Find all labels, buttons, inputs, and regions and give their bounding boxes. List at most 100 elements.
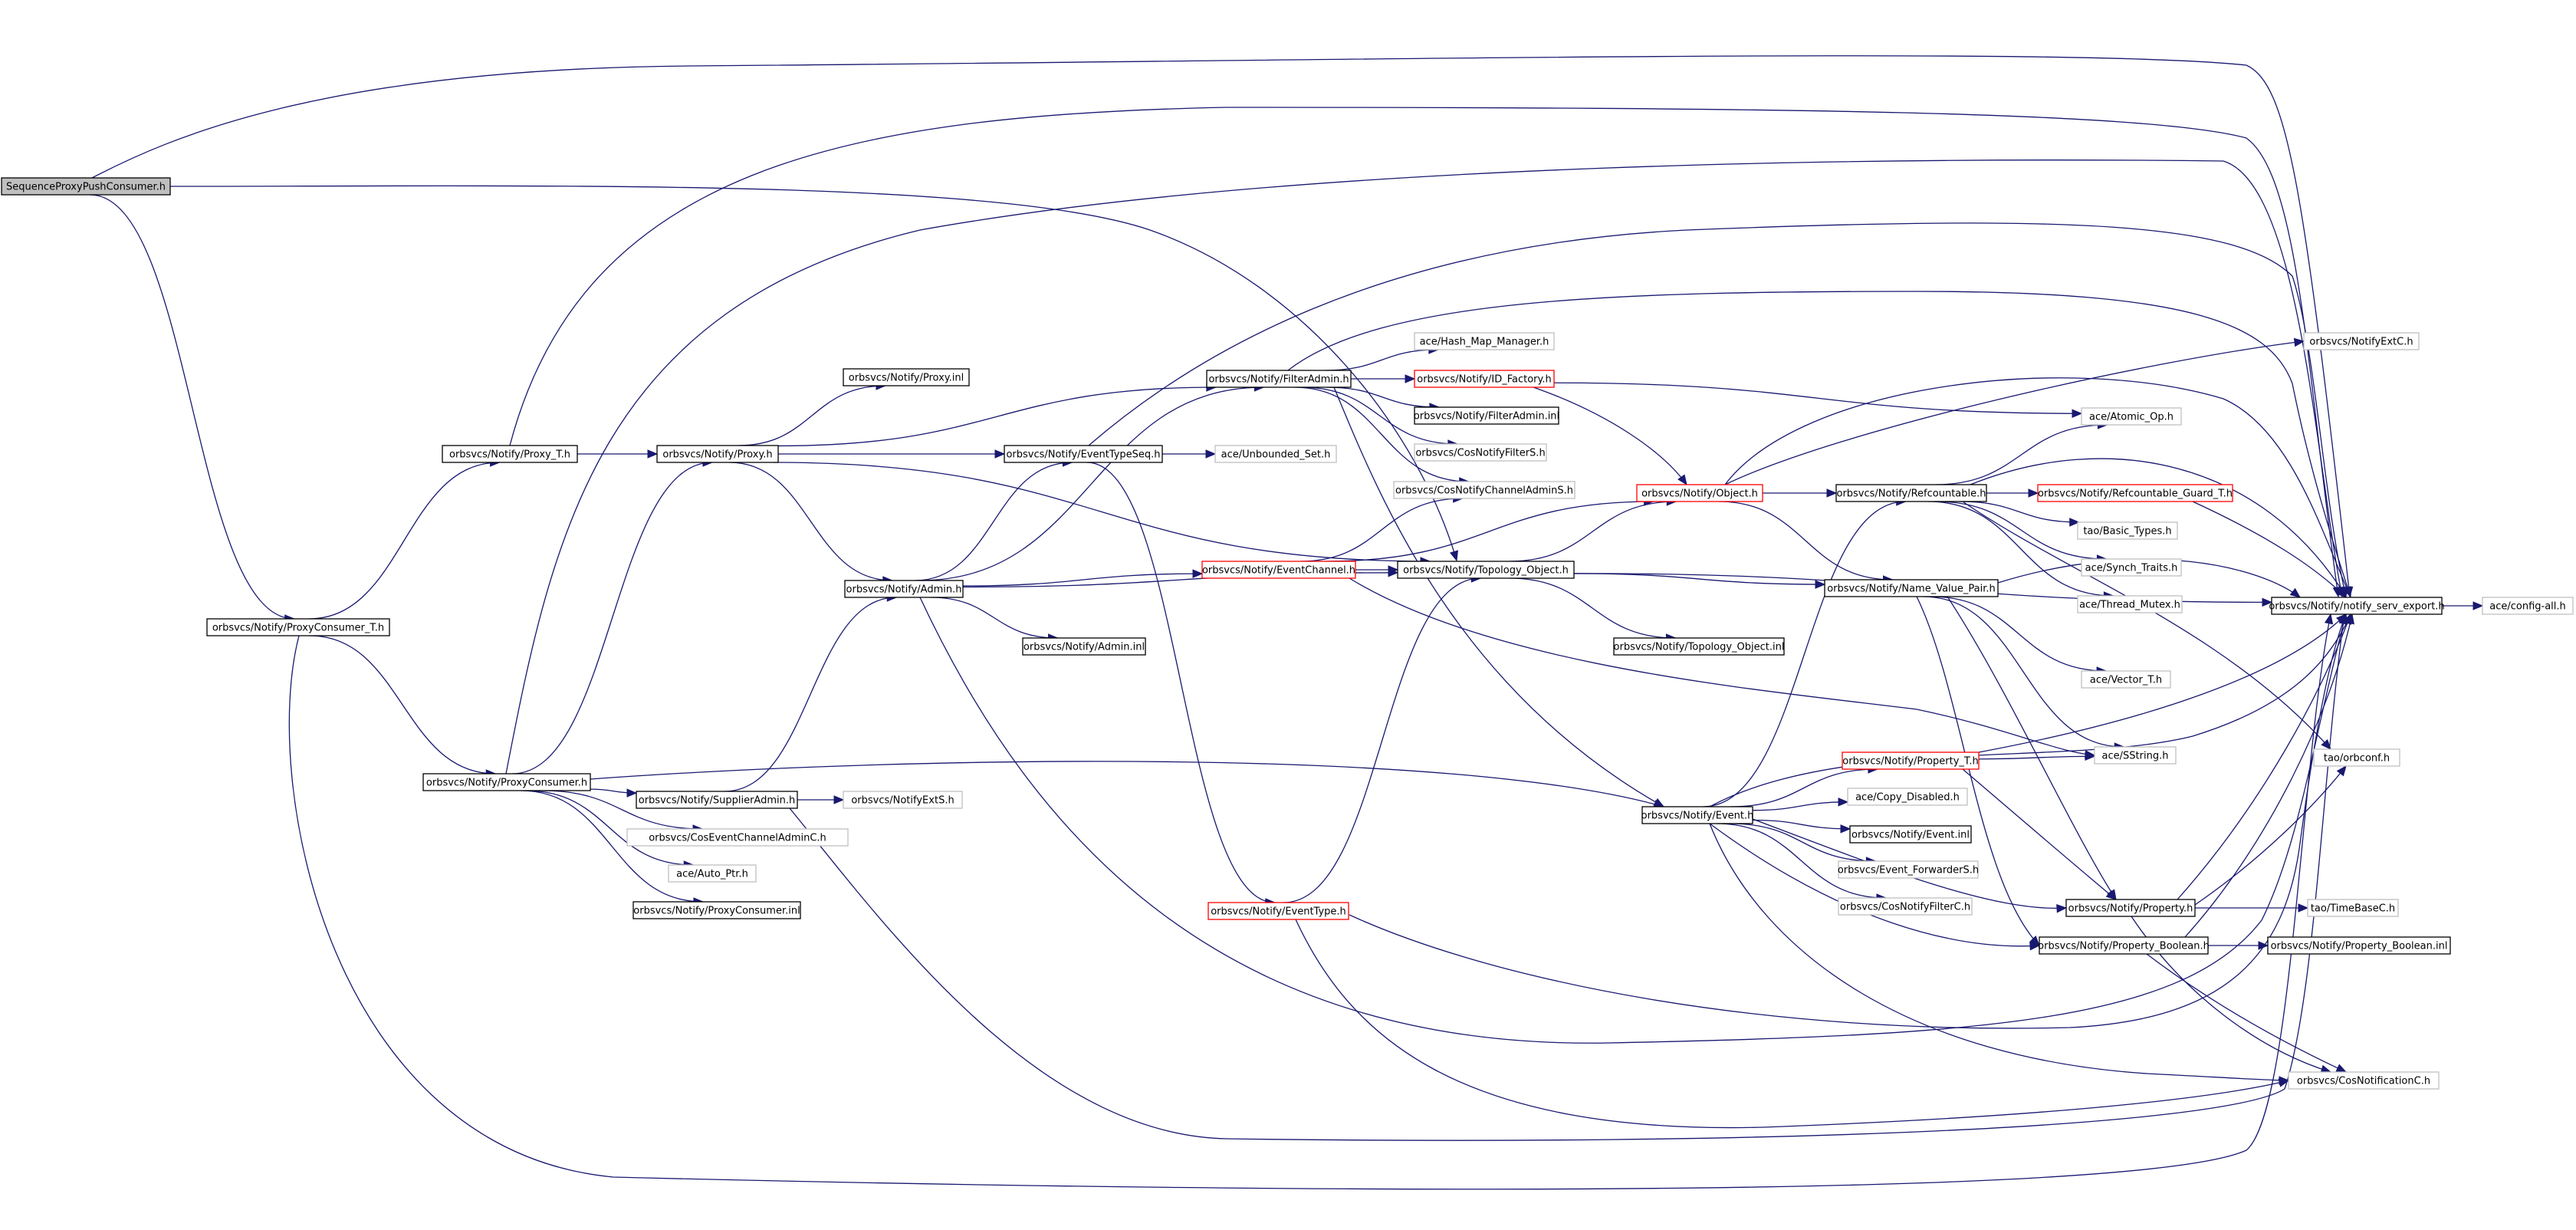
arrowhead	[2028, 488, 2039, 498]
node-propertyBooleanInl[interactable]: orbsvcs/Notify/Property_Boolean.inl	[2267, 936, 2451, 955]
node-cosEventChannelAdminC[interactable]: orbsvcs/CosEventChannelAdminC.h	[626, 828, 849, 847]
node-label: orbsvcs/Notify/Property_Boolean.h	[2038, 941, 2210, 952]
node-refcountableGuardT[interactable]: orbsvcs/Notify/Refcountable_Guard_T.h	[2037, 484, 2233, 502]
node-eventChannel[interactable]: orbsvcs/Notify/EventChannel.h	[1201, 561, 1356, 579]
node-cosNotifyFilterC[interactable]: orbsvcs/CosNotifyFilterC.h	[1838, 897, 1973, 916]
node-eventType[interactable]: orbsvcs/Notify/EventType.h	[1208, 902, 1349, 920]
arrowhead	[2321, 738, 2331, 750]
node-unboundedSet[interactable]: ace/Unbounded_Set.h	[1214, 445, 1337, 463]
node-hashMapManager[interactable]: ace/Hash_Map_Manager.h	[1414, 332, 1555, 350]
arrowhead	[1205, 449, 1217, 459]
edge-line	[1718, 501, 1893, 580]
node-proxyConsumerInl[interactable]: orbsvcs/Notify/ProxyConsumer.inl	[632, 901, 801, 919]
node-label: orbsvcs/Notify/EventType.h	[1211, 906, 1346, 918]
edge-root-to-proxyConsumerT	[90, 194, 296, 623]
node-label: orbsvcs/Notify/Property_T.h	[1842, 756, 1978, 768]
node-root[interactable]: SequenceProxyPushConsumer.h	[1, 177, 171, 196]
edge-line	[1978, 613, 2347, 753]
node-proxyT[interactable]: orbsvcs/Notify/Proxy_T.h	[442, 445, 578, 463]
node-label: orbsvcs/Notify/Proxy.h	[662, 449, 772, 461]
node-label: orbsvcs/Notify/FilterAdmin.inl	[1414, 411, 1559, 423]
node-orbconf[interactable]: tao/orbconf.h	[2313, 748, 2400, 767]
node-box	[1393, 481, 1576, 499]
node-label: orbsvcs/Notify/ID_Factory.h	[1417, 374, 1551, 386]
edge-root-to-topologyObject	[169, 185, 1459, 562]
node-label: ace/Unbounded_Set.h	[1221, 449, 1331, 461]
node-proxyInl[interactable]: orbsvcs/Notify/Proxy.inl	[843, 368, 970, 386]
arrowhead	[2072, 409, 2083, 418]
edge-proxyConsumerT-to-servExport	[288, 613, 2334, 1190]
node-box	[1214, 445, 1337, 463]
arrowhead	[626, 788, 638, 798]
node-propertyBoolean[interactable]: orbsvcs/Notify/Property_Boolean.h	[2038, 936, 2210, 955]
edge-filterAdmin-to-cosNotifyChannelAdminS	[1294, 386, 1470, 486]
node-servExport[interactable]: orbsvcs/Notify/notify_serv_export.h	[2269, 597, 2445, 615]
arrowhead	[994, 449, 1006, 459]
node-label: ace/SString.h	[2102, 751, 2169, 762]
node-notifyExtS[interactable]: orbsvcs/NotifyExtS.h	[843, 791, 963, 809]
edge-line	[541, 790, 703, 830]
edge-line	[1333, 386, 1664, 807]
node-adminInl[interactable]: orbsvcs/Notify/Admin.inl	[1022, 637, 1146, 656]
node-basicTypes[interactable]: tao/Basic_Types.h	[2077, 521, 2178, 540]
node-label: orbsvcs/NotifyExtC.h	[2309, 337, 2413, 348]
edge-line	[930, 597, 1058, 639]
node-nameValuePair[interactable]: orbsvcs/Notify/Name_Value_Pair.h	[1824, 579, 1999, 597]
node-synchTraits[interactable]: ace/Synch_Traits.h	[2081, 558, 2182, 577]
node-copyDisabled[interactable]: ace/Copy_Disabled.h	[1847, 788, 1968, 806]
node-eventForwarderS[interactable]: orbsvcs/Event_ForwarderS.h	[1838, 860, 1979, 879]
node-notifyExtC[interactable]: orbsvcs/NotifyExtC.h	[2303, 332, 2420, 350]
node-event[interactable]: orbsvcs/Notify/Event.h	[1641, 806, 1754, 824]
node-cosNotifyChannelAdminS[interactable]: orbsvcs/CosNotifyChannelAdminS.h	[1393, 481, 1576, 499]
arrowhead	[2293, 337, 2305, 347]
node-vectorT[interactable]: ace/Vector_T.h	[2081, 670, 2171, 689]
node-box	[2303, 332, 2420, 350]
node-proxyConsumer[interactable]: orbsvcs/Notify/ProxyConsumer.h	[422, 773, 591, 791]
edge-line	[915, 462, 1073, 581]
node-box	[422, 773, 591, 791]
node-box	[2094, 746, 2177, 765]
node-refcountable[interactable]: orbsvcs/Notify/Refcountable.h	[1835, 484, 1987, 502]
node-topologyObjectInl[interactable]: orbsvcs/Notify/Topology_Object.inl	[1613, 637, 1785, 656]
node-box	[1397, 561, 1575, 579]
node-proxyConsumerT[interactable]: orbsvcs/Notify/ProxyConsumer_T.h	[206, 618, 390, 636]
arrowhead	[2029, 936, 2040, 946]
edge-line	[590, 761, 1664, 807]
edge-root-to-servExport	[91, 55, 2354, 598]
node-property[interactable]: orbsvcs/Notify/Property.h	[2065, 899, 2196, 917]
node-filterAdmin[interactable]: orbsvcs/Notify/FilterAdmin.h	[1206, 370, 1352, 388]
node-proxy[interactable]: orbsvcs/Notify/Proxy.h	[656, 445, 779, 463]
node-sstring[interactable]: ace/SString.h	[2094, 746, 2177, 765]
node-eventTypeSeq[interactable]: orbsvcs/Notify/EventTypeSeq.h	[1004, 445, 1163, 463]
node-threadMutex[interactable]: ace/Thread_Mutex.h	[2077, 595, 2183, 613]
node-cosNotifyFilterS[interactable]: orbsvcs/CosNotifyFilterS.h	[1414, 443, 1547, 462]
node-supplierAdmin[interactable]: orbsvcs/Notify/SupplierAdmin.h	[636, 791, 798, 809]
node-autoPtr[interactable]: ace/Auto_Ptr.h	[668, 864, 757, 883]
edge-line	[1927, 501, 2114, 597]
edge-line	[288, 613, 2331, 1190]
arrowhead	[1388, 565, 1399, 574]
node-atomicOp[interactable]: ace/Atomic_Op.h	[2081, 407, 2182, 426]
node-cosNotificationC[interactable]: orbsvcs/CosNotificationC.h	[2288, 1071, 2440, 1090]
node-filterAdminInl[interactable]: orbsvcs/Notify/FilterAdmin.inl	[1414, 406, 1559, 425]
node-label: ace/Copy_Disabled.h	[1855, 792, 1960, 804]
edge-proxy-to-topologyObject	[773, 462, 1431, 566]
node-label: orbsvcs/NotifyExtS.h	[851, 795, 954, 807]
node-topologyObject[interactable]: orbsvcs/Notify/Topology_Object.h	[1397, 561, 1575, 579]
node-label: orbsvcs/Notify/Topology_Object.h	[1403, 565, 1569, 577]
node-box	[843, 791, 963, 809]
node-idFactory[interactable]: orbsvcs/Notify/ID_Factory.h	[1414, 370, 1555, 388]
edge-property-to-timeBaseC	[2195, 903, 2309, 913]
node-box	[2081, 670, 2171, 689]
node-configAll[interactable]: ace/config-all.h	[2482, 597, 2574, 615]
edge-proxyConsumerT-to-proxyConsumer	[309, 635, 497, 778]
node-propertyT[interactable]: orbsvcs/Notify/Property_T.h	[1842, 751, 1980, 770]
edge-line	[2194, 765, 2347, 906]
edge-filterAdmin-to-event	[1333, 386, 1665, 807]
node-eventInl[interactable]: orbsvcs/Notify/Event.inl	[1849, 825, 1972, 844]
node-box	[1849, 825, 1972, 844]
node-timeBaseC[interactable]: tao/TimeBaseC.h	[2307, 899, 2399, 917]
node-object[interactable]: orbsvcs/Notify/Object.h	[1636, 484, 1763, 502]
node-admin[interactable]: orbsvcs/Notify/Admin.h	[844, 580, 964, 598]
node-label: orbsvcs/Notify/Object.h	[1641, 488, 1758, 500]
